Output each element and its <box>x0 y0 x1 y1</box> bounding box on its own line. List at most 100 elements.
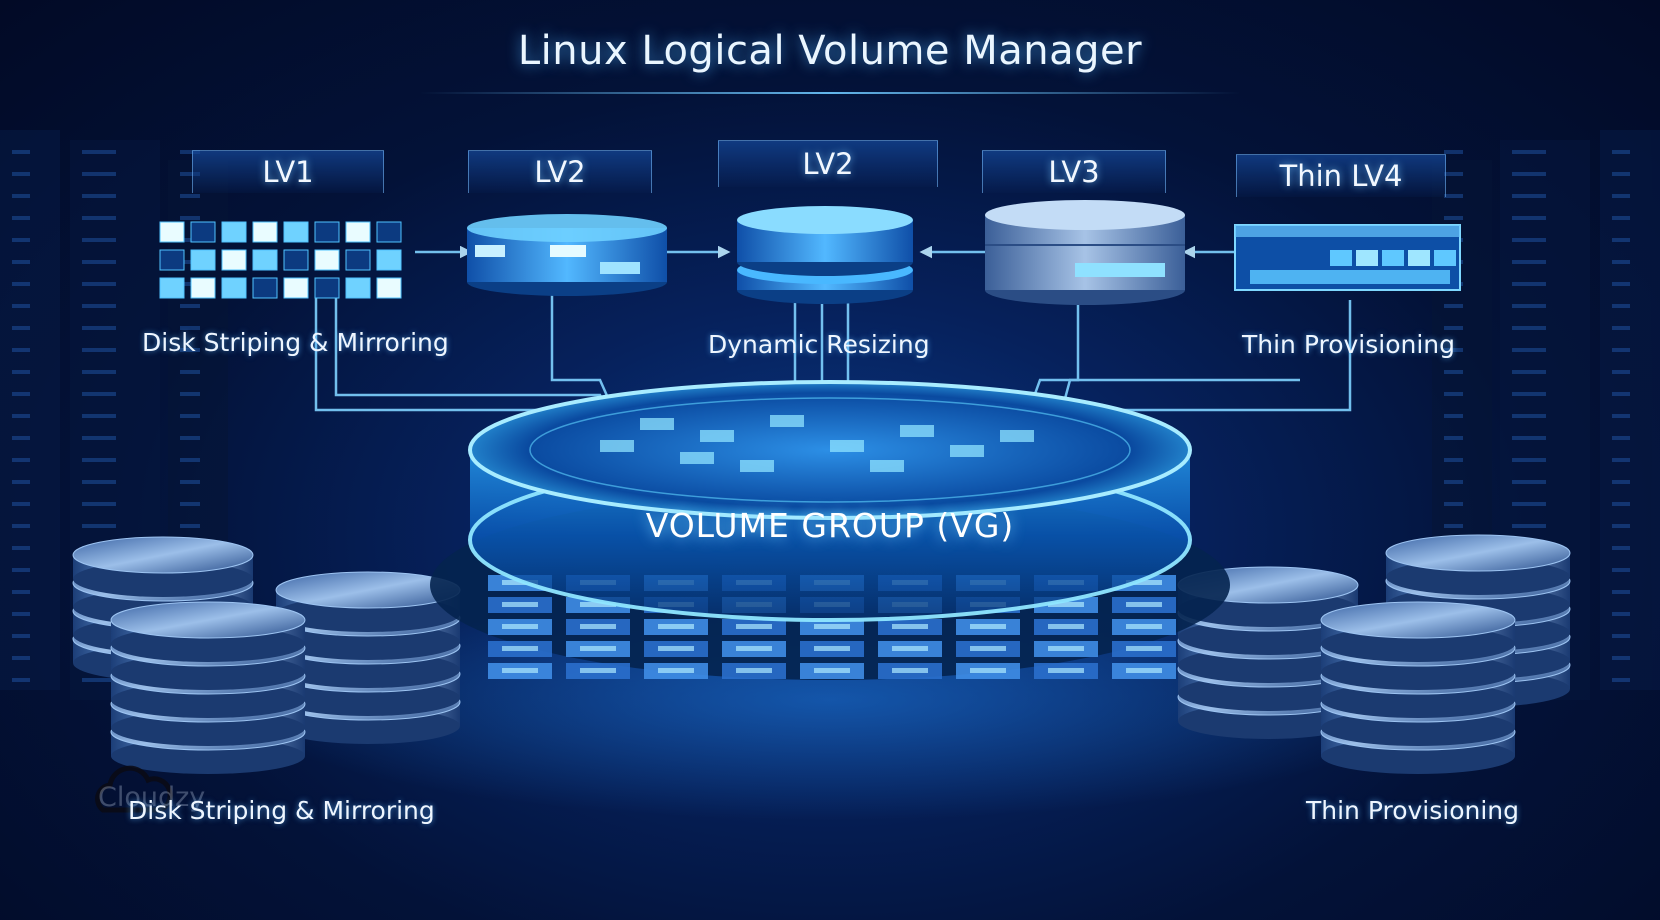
rack-led <box>1612 656 1630 660</box>
stripe-block <box>252 277 278 299</box>
rack-led <box>12 326 30 330</box>
rack-led <box>1612 194 1630 198</box>
rack-led <box>82 150 116 154</box>
rack-led <box>180 348 200 352</box>
vg-disk-led <box>580 668 616 673</box>
vg-disk-led <box>736 668 772 673</box>
rack-led <box>12 370 30 374</box>
vg-extent-tile <box>680 452 714 464</box>
vg-disk-led <box>1126 646 1162 651</box>
vg-extent-tile <box>1000 430 1034 442</box>
rack-led <box>1444 480 1463 484</box>
rack-led <box>12 480 30 484</box>
caption-dynamic-resizing: Dynamic Resizing <box>708 330 930 359</box>
rack-led <box>82 524 116 528</box>
vg-disk-led <box>1048 602 1084 607</box>
stripe-block <box>252 249 278 271</box>
rack-led <box>1612 524 1630 528</box>
rack-led <box>180 370 200 374</box>
stripe-block <box>376 221 402 243</box>
rack-led <box>12 546 30 550</box>
stripe-block <box>190 249 216 271</box>
rack-led <box>180 238 200 242</box>
rack-led <box>1512 414 1546 418</box>
stripe-block <box>314 249 340 271</box>
rack-led <box>1444 414 1463 418</box>
rack-led <box>12 656 30 660</box>
rack-led <box>180 436 200 440</box>
rack-led <box>1444 326 1463 330</box>
rack-led <box>1612 238 1630 242</box>
vg-disk-led <box>1126 580 1162 585</box>
rack-led <box>1512 282 1546 286</box>
lv-label-lv1: LV1 <box>192 150 384 193</box>
vg-disk-led <box>1048 646 1084 651</box>
rack-led <box>1512 326 1546 330</box>
rack-led <box>1512 436 1546 440</box>
rack-led <box>1512 150 1546 154</box>
thin-block <box>1356 250 1378 266</box>
vg-disk-led <box>580 646 616 651</box>
rack-led <box>82 260 116 264</box>
cloud-logo-icon <box>95 765 173 813</box>
caption-thin-top: Thin Provisioning <box>1242 330 1456 359</box>
vg-disk-led <box>658 646 694 651</box>
title-divider <box>420 92 1240 94</box>
rack-led <box>180 304 200 308</box>
rack-led <box>1512 392 1546 396</box>
rack-led <box>1512 260 1546 264</box>
vg-disk-led <box>970 646 1006 651</box>
rack-led <box>12 150 30 154</box>
vg-disk-led <box>736 646 772 651</box>
volume-group-label: VOLUME GROUP (VG) <box>645 506 1015 545</box>
lv2-resizing-cylinder <box>737 206 913 304</box>
thin-block-row <box>1250 270 1450 284</box>
vg-extent-tile <box>600 440 634 452</box>
rack-led <box>82 458 116 462</box>
rack-led <box>180 480 200 484</box>
rack-led <box>12 458 30 462</box>
rack-led <box>1512 216 1546 220</box>
vg-disk-led <box>814 646 850 651</box>
stripe-block <box>159 221 185 243</box>
rack-led <box>12 216 30 220</box>
rack-led <box>1612 546 1630 550</box>
vg-disk-led <box>502 602 538 607</box>
rack-led <box>180 524 200 528</box>
rack-led <box>1612 612 1630 616</box>
vg-disk-led <box>1048 668 1084 673</box>
rack-led <box>1612 678 1630 682</box>
rack-led <box>82 502 116 506</box>
rack-led <box>180 458 200 462</box>
rack-led <box>82 326 116 330</box>
vg-disk-led <box>502 668 538 673</box>
rack-led <box>82 414 116 418</box>
rack-led <box>1612 348 1630 352</box>
rack-led <box>12 502 30 506</box>
disk-stack <box>275 571 461 744</box>
caption-striping-bottom: Disk Striping & Mirroring <box>128 796 435 825</box>
rack-led <box>1512 502 1546 506</box>
thin-lv4-slab <box>1234 224 1461 291</box>
caption-striping-top: Disk Striping & Mirroring <box>142 328 449 357</box>
stripe-block <box>314 221 340 243</box>
rack-led <box>1612 436 1630 440</box>
rack-led <box>12 612 30 616</box>
stripe-block <box>283 277 309 299</box>
rack-led <box>12 304 30 308</box>
rack-led <box>1612 304 1630 308</box>
stripe-block <box>159 249 185 271</box>
rack-led <box>1512 524 1546 528</box>
volume-group-platform <box>430 380 1230 680</box>
rack-led <box>180 502 200 506</box>
stripe-block <box>314 277 340 299</box>
vg-extent-tile <box>830 440 864 452</box>
vg-extent-tile <box>870 460 904 472</box>
rack-led <box>1612 370 1630 374</box>
rack-led <box>1444 150 1463 154</box>
stripe-block <box>159 277 185 299</box>
rack-led <box>82 216 116 220</box>
rack-led <box>180 326 200 330</box>
stripe-block <box>345 277 371 299</box>
rack-led <box>180 150 200 154</box>
